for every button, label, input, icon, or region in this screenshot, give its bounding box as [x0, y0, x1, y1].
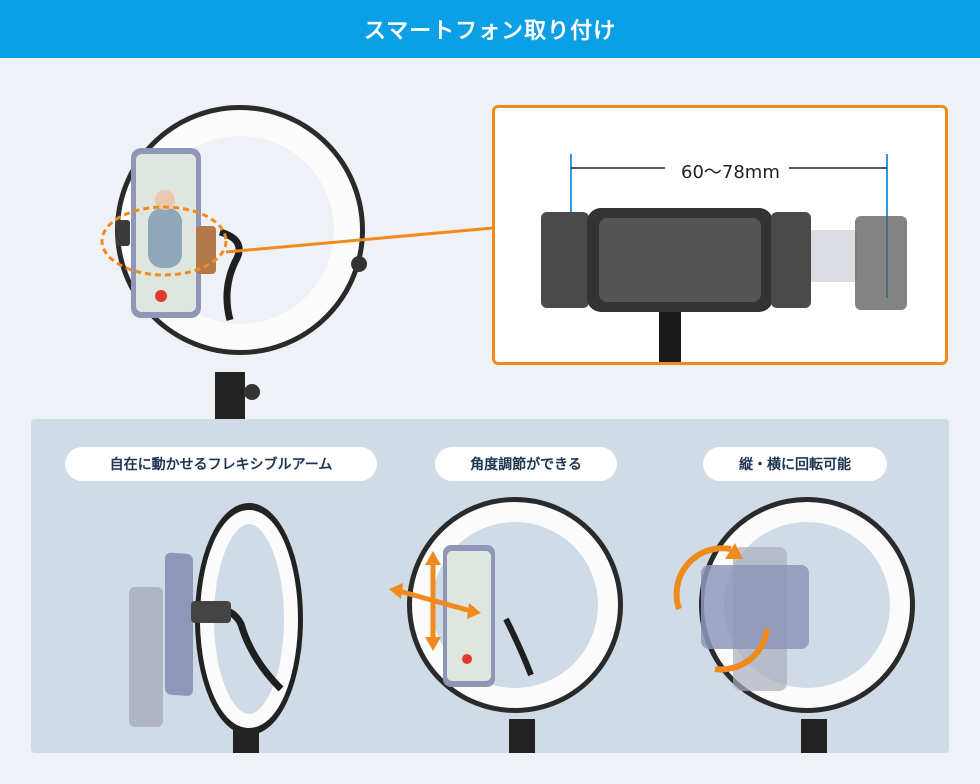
detail-clamp-grip	[599, 218, 761, 302]
stand-pole-2	[509, 719, 535, 753]
gooseneck-arm	[218, 228, 243, 321]
rotate-arrow-bottom	[714, 628, 770, 673]
stand-pole-3	[801, 719, 827, 753]
ring-light-2	[407, 497, 623, 713]
page-title: スマートフォン取り付け	[363, 19, 617, 44]
feature-label-text: 縦・横に回転可能	[739, 457, 851, 473]
arrow-down-icon	[425, 637, 441, 651]
clamp-right	[196, 226, 216, 274]
phone-clamp	[191, 601, 231, 623]
detail-extended-jaw	[855, 216, 907, 310]
clamp-highlight	[100, 205, 228, 277]
rotate-arrow-head-icon	[725, 543, 743, 559]
phone-3-landscape	[701, 565, 809, 649]
stand-pole	[215, 372, 245, 420]
features-illustrations	[129, 497, 915, 753]
feature-label-text: 角度調節ができる	[470, 457, 582, 473]
phone-screen-face	[155, 190, 175, 210]
dimension-label: 60〜78mm	[675, 158, 786, 184]
detail-gooseneck	[659, 308, 681, 362]
feature-label-text: 自在に動かせるフレキシブルアーム	[109, 457, 333, 473]
ring-light-2-glow	[412, 502, 618, 708]
feature-label-rotate: 縦・横に回転可能	[703, 447, 887, 481]
hero-illustration	[100, 105, 494, 420]
rotate-arrow-top	[673, 545, 732, 610]
arrow-up-icon	[425, 551, 441, 565]
arrow-left-icon	[389, 583, 403, 599]
stand-pole-1	[233, 729, 259, 753]
clamp-detail-svg	[541, 154, 907, 362]
detail-clamp-left-jaw	[541, 212, 589, 308]
feature-rotate-illustration	[673, 497, 915, 753]
arrow-right-icon	[467, 603, 481, 619]
header-banner: スマートフォン取り付け	[0, 0, 980, 58]
arrow-horizontal	[398, 588, 472, 614]
callout-line	[225, 226, 494, 254]
clamp-left	[116, 220, 130, 246]
features-panel: 自在に動かせるフレキシブルアーム 角度調節ができる 縦・横に回転可能	[31, 419, 949, 753]
gooseneck-arm-2	[503, 617, 534, 677]
ring-knob	[351, 256, 367, 272]
feature-label-flexible-arm: 自在に動かせるフレキシブルアーム	[65, 447, 377, 481]
clamp-detail-box: 60〜78mm	[492, 105, 948, 365]
phone-screen-person	[148, 208, 182, 268]
detail-extension-rail	[811, 230, 857, 282]
feature-angle-adjust-illustration	[389, 497, 623, 753]
stand-knob	[244, 384, 260, 400]
record-button-icon	[155, 290, 167, 302]
record-button-icon-2	[462, 654, 472, 664]
feature-flexible-arm-illustration	[129, 503, 303, 753]
phone-ghost	[129, 587, 163, 727]
detail-clamp-right-jaw	[771, 212, 811, 308]
feature-label-angle-adjust: 角度調節ができる	[435, 447, 617, 481]
phone-side	[165, 552, 193, 696]
